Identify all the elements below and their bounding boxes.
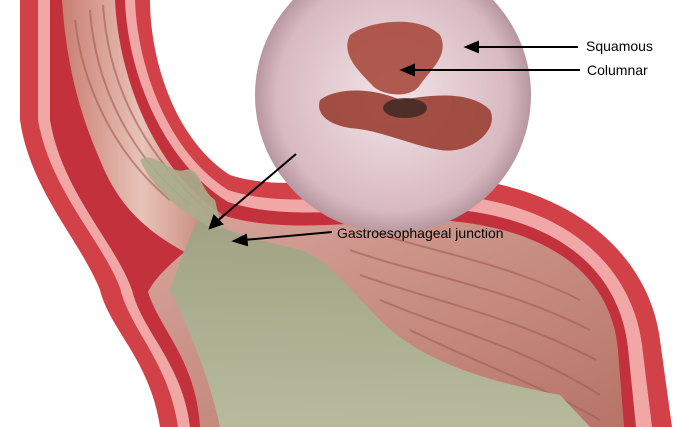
lumen-opening	[383, 98, 427, 118]
gastroesophageal-junction-label: Gastroesophageal junction	[337, 225, 504, 241]
squamous-label: Squamous	[586, 38, 653, 54]
columnar-label: Columnar	[587, 62, 648, 78]
